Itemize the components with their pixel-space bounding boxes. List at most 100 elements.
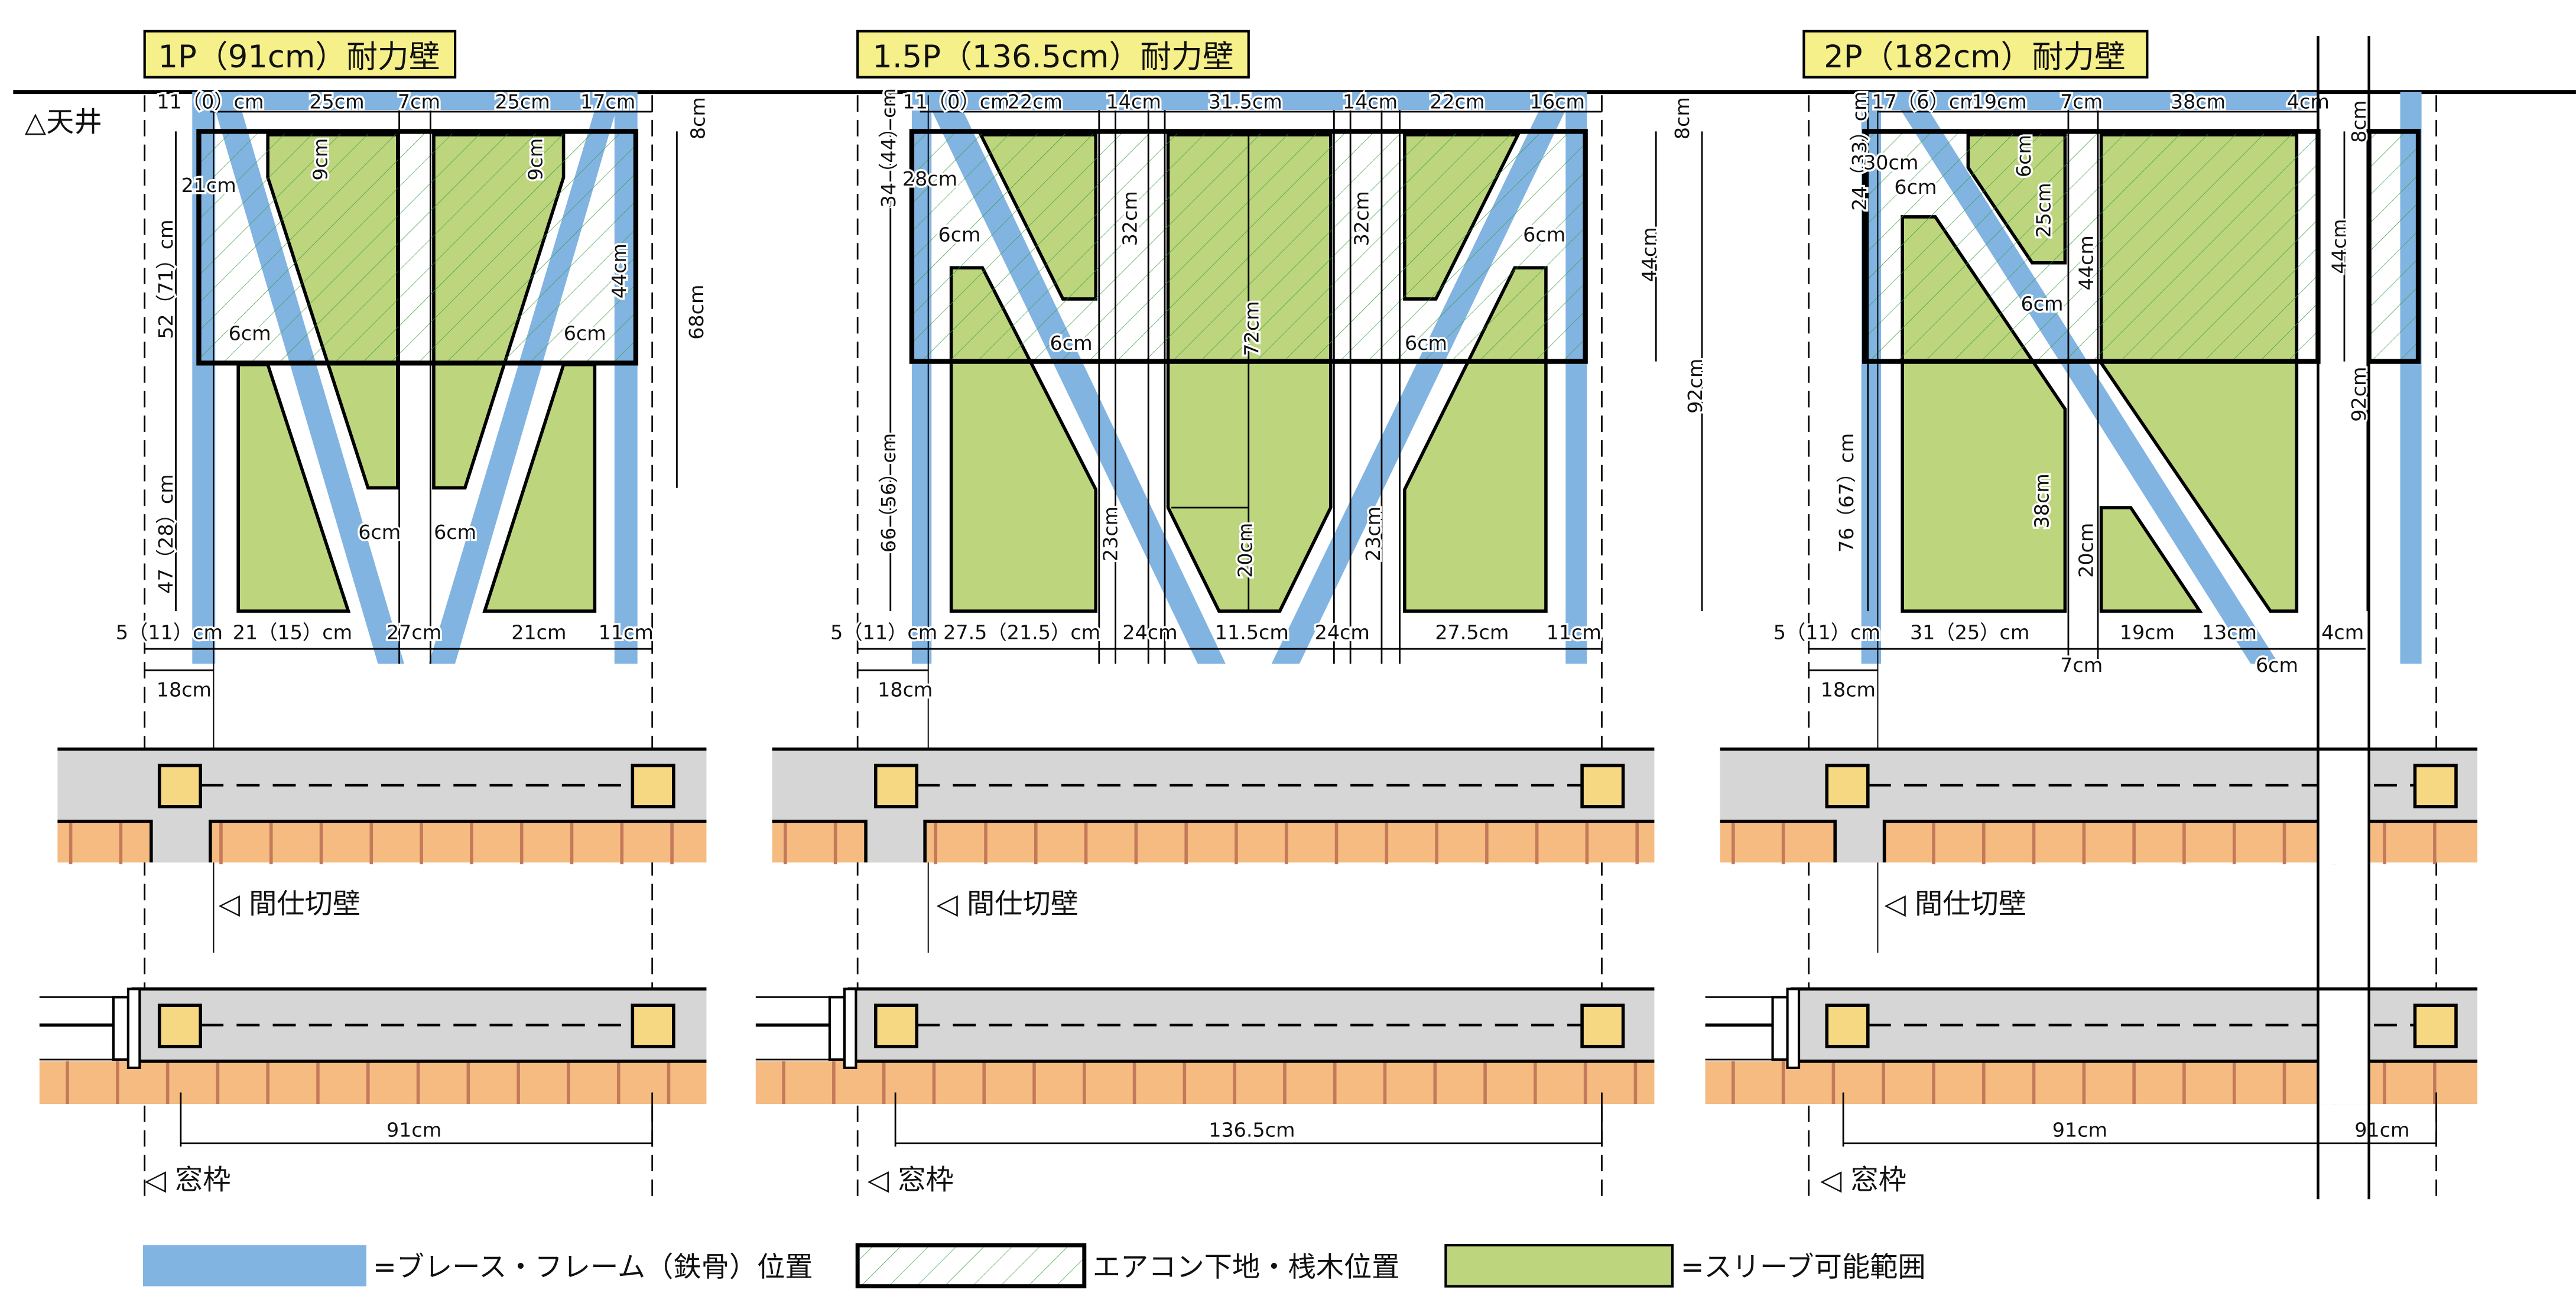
dimension-label: 11（0）cm (902, 90, 1009, 113)
dimension-label: 27cm (386, 620, 441, 644)
dimension-label: 28cm (902, 167, 957, 190)
dimension-label: 24（33）cm (1848, 92, 1871, 211)
dimension-label: 8cm (1671, 97, 1694, 139)
wall-line (772, 820, 868, 863)
column-gap (2318, 990, 2369, 1104)
dimension-label: 5（11）cm (830, 620, 937, 644)
dimension-label: 6cm (2012, 135, 2035, 177)
legend-swatch-brace (142, 1245, 366, 1286)
legend-swatch-sleeve (1444, 1244, 1674, 1288)
window-frame (112, 996, 129, 1061)
legend-swatch-aircon-base (855, 1243, 1087, 1289)
dimension-label: 4cm (2287, 90, 2330, 113)
dimension-label: 20cm (2075, 523, 2098, 578)
dimension-label: 8cm (687, 97, 710, 139)
panel-title-box (856, 30, 1250, 79)
dimension-label: 92cm (1684, 359, 1707, 414)
window-frame-plan: 136.5cm (755, 987, 1655, 1147)
dimension-label: 6cm (434, 521, 476, 544)
dimension-label: 6cm (358, 521, 401, 544)
partition-wall-label: ◁ 間仕切壁 (937, 888, 1079, 921)
partition-wall (866, 821, 925, 863)
dimension-label: 27.5（21.5）cm (943, 620, 1100, 644)
dimension-label: 44cm (608, 243, 631, 298)
dimension-label: 30cm (1863, 151, 1918, 174)
dimension-label: 7cm (398, 90, 440, 113)
span-label: 91cm (386, 1119, 441, 1142)
dimension-label: 4cm (2321, 620, 2364, 644)
plan-panel-2: ◁ 間仕切壁 136.5cm ◁ 窓枠 (755, 747, 1655, 1197)
panel-title-box (143, 30, 457, 79)
ceiling-label: △天井 (25, 106, 102, 138)
post (1580, 1003, 1625, 1048)
dimension-label: 23cm (1362, 506, 1385, 561)
post (631, 1003, 675, 1048)
post (1825, 764, 1870, 808)
dimension-label: 32cm (1119, 191, 1142, 246)
wall-line (1882, 820, 2478, 863)
dimension-label: 31.5cm (1209, 90, 1282, 113)
dimension-label: 6cm (564, 321, 606, 345)
dimension-label: 23cm (1099, 506, 1122, 561)
dimension-label: 25cm (495, 90, 550, 113)
wall-line (57, 820, 153, 863)
dimension-label: 7cm (2060, 654, 2103, 677)
aircon-base-area-right (2366, 129, 2421, 364)
dimension-label: 17cm (580, 90, 635, 113)
post (873, 1003, 919, 1048)
dimension-label: 17（6）cm (1872, 90, 1979, 113)
post (157, 1003, 203, 1048)
dimension-label: 21（15）cm (233, 620, 352, 644)
dimension-label: 76（67）cm (1835, 433, 1858, 553)
dimension-label: 24cm (1122, 620, 1177, 644)
post (873, 764, 919, 808)
dimension-label: 19cm (1972, 90, 2027, 113)
dimension-label: 47（28）cm (154, 474, 177, 593)
dimension-label: 13cm (2202, 620, 2257, 644)
dimension-label: 19cm (2120, 620, 2175, 644)
window-frame-plan: 91cm (39, 987, 707, 1147)
dimension-label: 31（25）cm (1910, 620, 2029, 644)
dimension-label: 20cm (1233, 523, 1256, 578)
window-frame-label: ◁ 窓枠 (145, 1164, 231, 1197)
legend-label-aircon-base: エアコン下地・桟木位置 (1093, 1251, 1400, 1284)
window-frame-label: ◁ 窓枠 (868, 1164, 954, 1197)
post (1580, 764, 1625, 808)
panel-2p: 2P（182cm）耐力壁 (1802, 30, 2438, 1200)
panel-1p: 1P（91cm）耐力壁 (143, 30, 678, 1200)
dimension-label: 11cm (599, 620, 654, 644)
dimension-label: 27.5cm (1435, 620, 1509, 644)
column-gap (2318, 751, 2369, 865)
dimension-label: 68cm (685, 285, 708, 340)
partition-wall-label: ◁ 間仕切壁 (1885, 888, 2026, 921)
dimension-label: 9cm (308, 138, 332, 181)
span-label: 91cm (2052, 1119, 2107, 1142)
dimension-label: 5（11）cm (116, 620, 223, 644)
dimension-label: 16cm (1530, 90, 1585, 113)
window-frame-label: ◁ 窓枠 (1820, 1164, 1906, 1197)
post (631, 764, 675, 808)
floor-boards (39, 1061, 707, 1104)
dimension-label: 24cm (1315, 620, 1370, 644)
wall-line (923, 820, 1655, 863)
post (2413, 764, 2458, 808)
window-frame (1771, 996, 1789, 1061)
dimension-label: 72cm (1240, 301, 1263, 356)
wall-line (1720, 820, 1837, 863)
dimension-label: 5（11）cm (1773, 620, 1880, 644)
partition-wall-plan (772, 747, 1655, 865)
panel-title: 1.5P（136.5cm）耐力壁 (872, 39, 1233, 75)
floor-boards (755, 1061, 1655, 1104)
dimension-label: 9cm (524, 138, 547, 181)
post (2413, 1003, 2458, 1048)
wall-line (209, 820, 707, 863)
dimension-label: 7cm (2060, 90, 2103, 113)
dimension-label: 6cm (1405, 332, 1447, 355)
panel-title: 2P（182cm）耐力壁 (1824, 39, 2126, 75)
dimension-label: 6cm (938, 223, 981, 246)
dimension-label: 66（56）cm (877, 433, 900, 553)
dimension-label: 18cm (878, 678, 933, 701)
